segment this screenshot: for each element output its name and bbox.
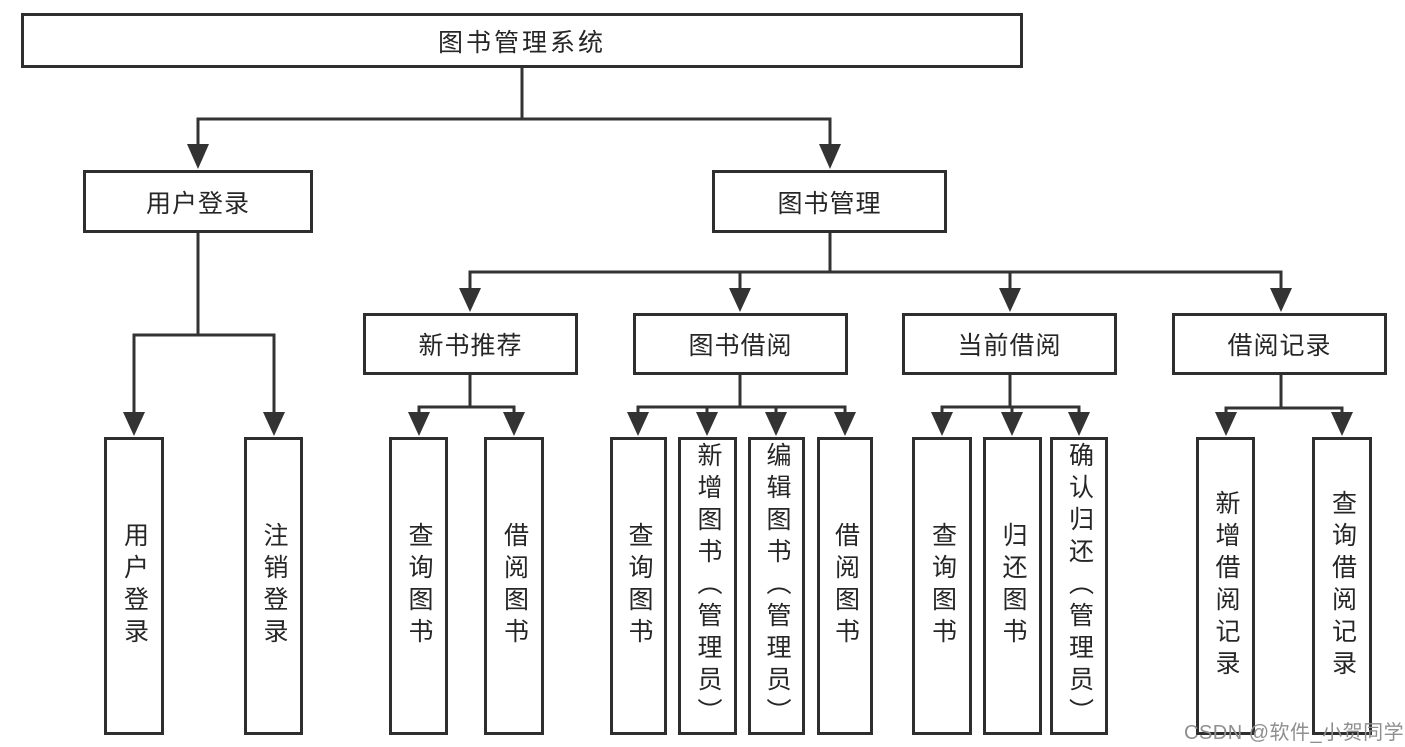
node-add-book-admin: 新增图书（管理员） xyxy=(678,437,737,735)
node-query-book-recommend: 查询图书 xyxy=(389,437,448,735)
node-borrow-book-leaf: 借阅图书 xyxy=(817,437,873,735)
node-confirm-return-admin: 确认归还（管理员） xyxy=(1050,437,1108,735)
node-label: 借阅图书 xyxy=(831,522,860,650)
node-query-book-current: 查询图书 xyxy=(912,437,972,735)
node-borrow-book-recommend: 借阅图书 xyxy=(484,437,544,735)
node-label: 新增图书（管理员） xyxy=(694,442,722,730)
node-query-borrow-record: 查询借阅记录 xyxy=(1312,437,1372,735)
node-label: 查询图书 xyxy=(405,522,433,650)
edge-user-login-children xyxy=(123,231,285,436)
node-label: 查询借阅记录 xyxy=(1328,490,1357,682)
node-root: 图书管理系统 xyxy=(21,13,1023,68)
node-query-book-borrowing: 查询图书 xyxy=(610,437,667,735)
node-label: 编辑图书（管理员） xyxy=(763,442,791,730)
node-label: 归还图书 xyxy=(999,522,1027,650)
node-user-login: 用户登录 xyxy=(83,170,313,233)
edge-new-book-recommend-children xyxy=(408,373,525,436)
node-new-book-recommend: 新书推荐 xyxy=(363,313,578,375)
node-book-borrowing: 图书借阅 xyxy=(633,313,848,375)
edge-borrowing-records-children xyxy=(1215,373,1353,436)
node-logout-leaf: 注销登录 xyxy=(244,437,303,735)
edge-book-management-children xyxy=(459,231,1292,312)
csdn-watermark: CSDN @软件_小贺同学 xyxy=(1184,722,1405,744)
node-edit-book-admin: 编辑图书（管理员） xyxy=(748,437,805,735)
node-borrowing-records: 借阅记录 xyxy=(1172,313,1387,375)
node-label: 注销登录 xyxy=(260,522,288,650)
node-label: 用户登录 xyxy=(120,522,149,650)
node-label: 查询图书 xyxy=(928,522,957,650)
edge-current-borrowing-children xyxy=(931,373,1090,436)
node-current-borrowing: 当前借阅 xyxy=(902,313,1117,375)
node-return-book: 归还图书 xyxy=(983,437,1042,735)
edge-book-borrowing-children xyxy=(627,373,856,436)
node-add-borrow-record: 新增借阅记录 xyxy=(1196,437,1255,735)
edge-root-to-level2 xyxy=(187,66,841,169)
node-label: 借阅图书 xyxy=(500,522,529,650)
node-label: 确认归还（管理员） xyxy=(1065,442,1094,730)
node-label: 查询图书 xyxy=(625,522,653,650)
node-label: 新增借阅记录 xyxy=(1212,490,1240,682)
node-user-login-leaf: 用户登录 xyxy=(104,437,164,735)
node-book-management: 图书管理 xyxy=(712,170,947,233)
